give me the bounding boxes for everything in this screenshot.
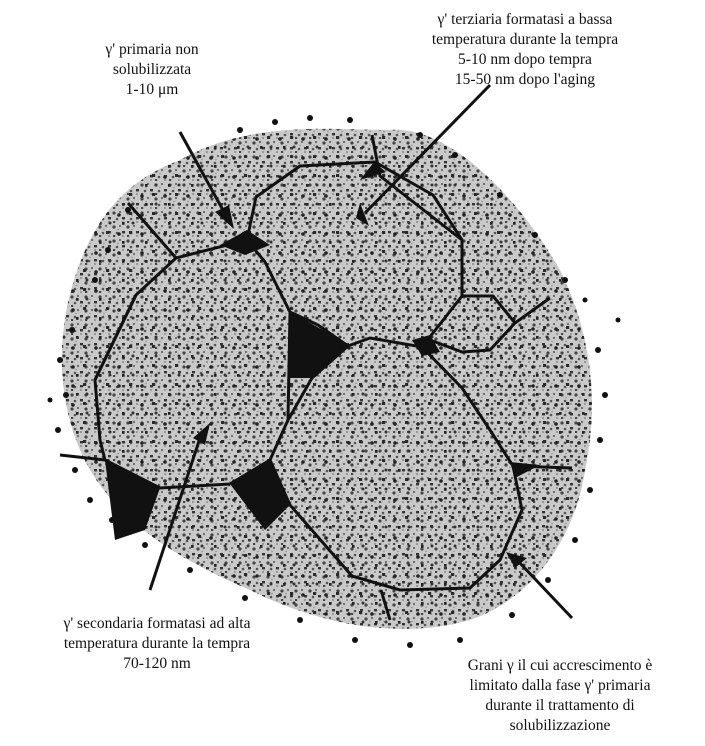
label-grains-line-4: solubilizzazione — [420, 716, 700, 736]
label-secondary-line-1: γ' secondaria formatasi ad alta — [12, 614, 302, 634]
label-tertiary-line-1: γ' terziaria formatasi a bassa — [380, 10, 670, 30]
label-primary-line-2: solubilizzata — [62, 60, 242, 80]
label-grains-line-2: limitato dalla fase γ' primaria — [420, 676, 700, 696]
label-gamma-grains: Grani γ il cui accrescimento è limitato … — [420, 656, 700, 736]
grain-field — [40, 110, 620, 650]
label-primary-gamma-prime: γ' primaria non solubilizzata 1-10 μm — [62, 40, 242, 100]
label-grains-line-3: durante il trattamento di — [420, 696, 700, 716]
label-tertiary-line-3: 5-10 nm dopo tempra — [380, 50, 670, 70]
label-grains-line-1: Grani γ il cui accrescimento è — [420, 656, 700, 676]
label-tertiary-gamma-prime: γ' terziaria formatasi a bassa temperatu… — [380, 10, 670, 90]
label-secondary-line-3: 70-120 nm — [12, 654, 302, 674]
label-tertiary-line-2: temperatura durante la tempra — [380, 30, 670, 50]
label-secondary-gamma-prime: γ' secondaria formatasi ad alta temperat… — [12, 614, 302, 674]
label-secondary-line-2: temperatura durante la tempra — [12, 634, 302, 654]
label-primary-line-3: 1-10 μm — [62, 80, 242, 100]
label-primary-line-1: γ' primaria non — [62, 40, 242, 60]
label-tertiary-line-4: 15-50 nm dopo l'aging — [380, 70, 670, 90]
